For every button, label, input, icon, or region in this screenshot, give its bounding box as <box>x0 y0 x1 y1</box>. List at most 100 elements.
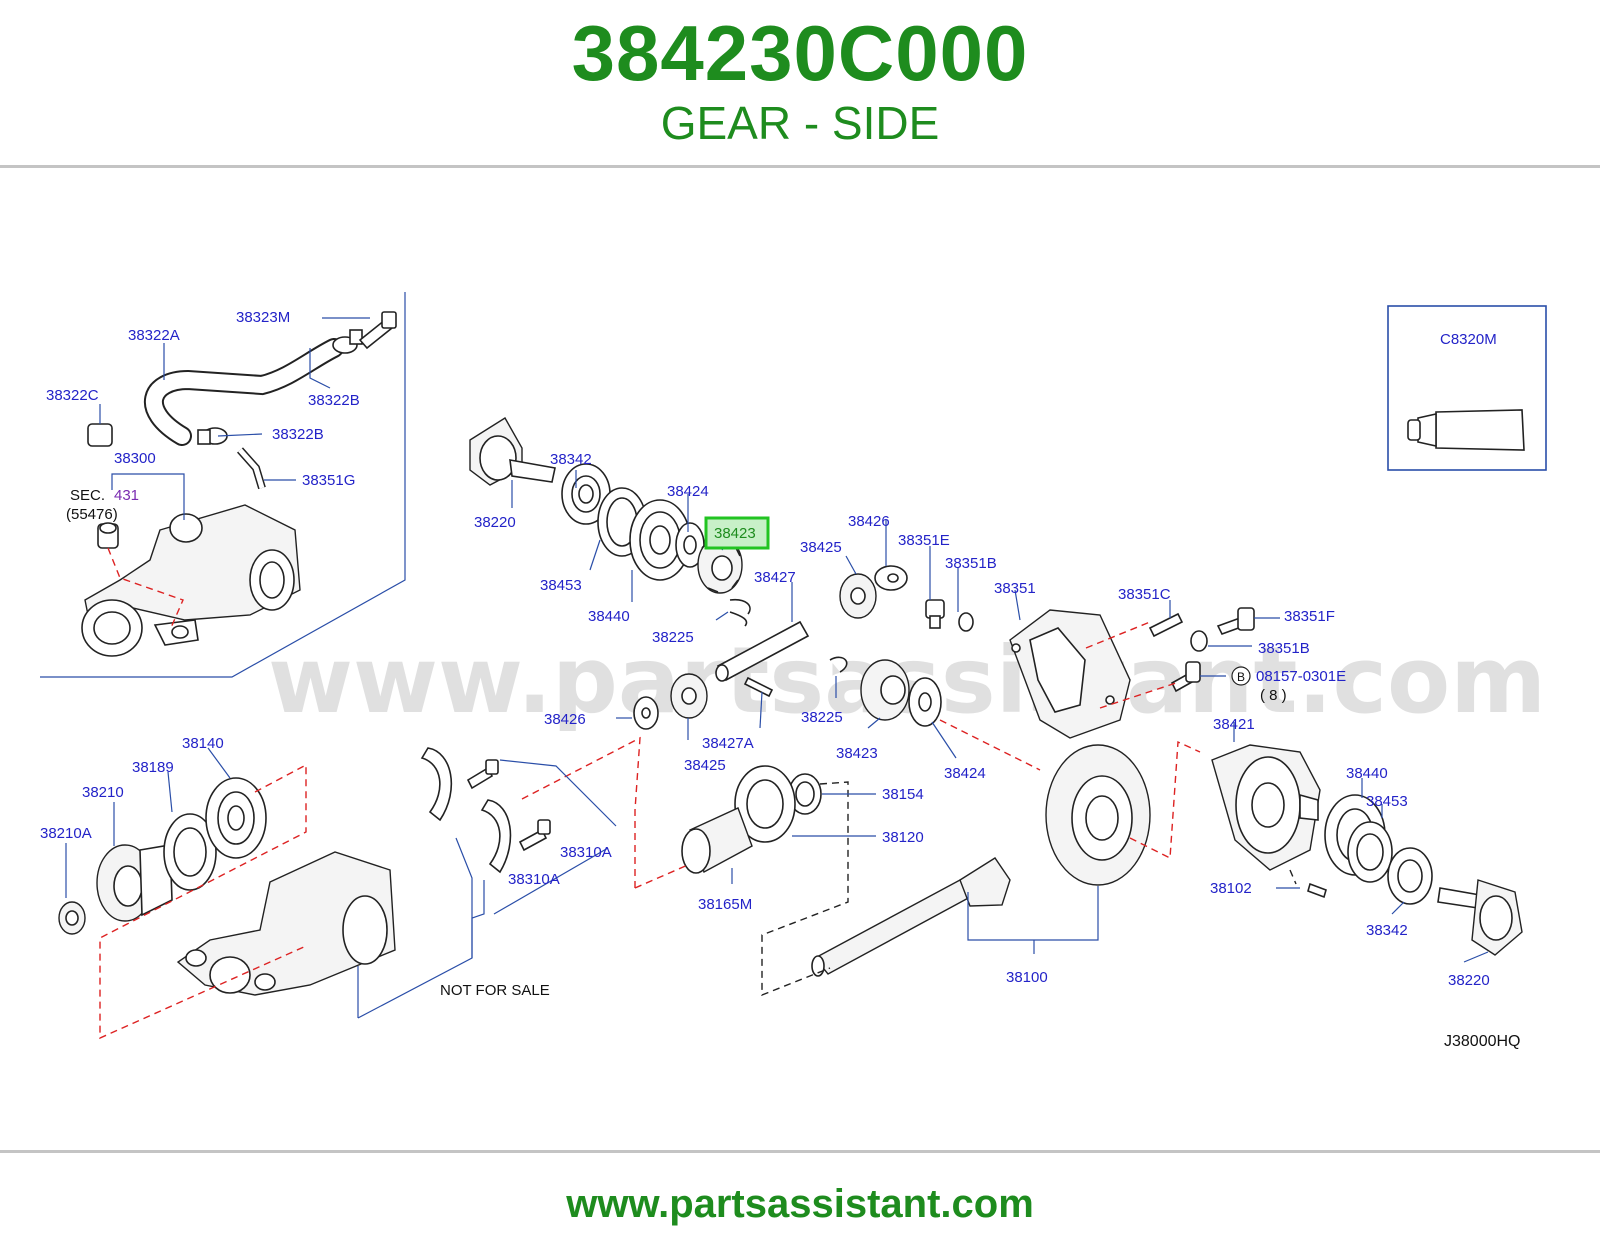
part-label[interactable]: 38351 <box>994 580 1036 597</box>
nut-38210A-drawing <box>58 901 86 935</box>
oil-seal-38453-right-drawing <box>1347 821 1393 883</box>
part-label[interactable]: 38351G <box>302 472 355 489</box>
thrust-washer-38424-lower-drawing <box>908 677 942 727</box>
part-label[interactable]: 38322B <box>308 392 360 409</box>
part-label[interactable]: 38165M <box>698 896 752 913</box>
guide-bolt-38102 <box>1289 869 1297 885</box>
part-label[interactable]: 38140 <box>182 735 224 752</box>
part-label[interactable]: 38323M <box>236 309 290 326</box>
bearing-38440-drawing <box>629 499 691 581</box>
final-drive-housing-drawing <box>81 504 301 657</box>
part-label[interactable]: 38426 <box>848 513 890 530</box>
part-label[interactable]: 38440 <box>1346 765 1388 782</box>
filler-plug-drawing <box>925 599 974 632</box>
bolt-marker-circle <box>1231 666 1251 686</box>
circlip-lower-drawing <box>829 656 848 673</box>
companion-flange-drawing <box>469 417 556 486</box>
part-label[interactable]: 38421 <box>1213 716 1255 733</box>
bearing-cap-lower-drawing <box>480 799 551 874</box>
gear-carrier-housing-drawing <box>176 851 396 996</box>
bolt-quantity: ( 8 ) <box>1260 687 1287 704</box>
part-label[interactable]: 38453 <box>1366 793 1408 810</box>
part-label[interactable]: 38310A <box>508 871 560 888</box>
assembly-frame-top-left <box>40 292 406 678</box>
bearing-38120-drawing <box>734 765 796 843</box>
part-name-subtitle: GEAR - SIDE <box>660 97 940 149</box>
pinion-gear-lower-drawing <box>670 673 708 719</box>
part-label[interactable]: 38351C <box>1118 586 1171 603</box>
part-label[interactable]: 38310A <box>560 844 612 861</box>
part-label[interactable]: 38427 <box>754 569 796 586</box>
part-label[interactable]: 38220 <box>474 514 516 531</box>
header-divider <box>0 165 1600 168</box>
part-label[interactable]: 38424 <box>667 483 709 500</box>
ring-gear-drawing <box>1045 744 1151 886</box>
thrust-washer-lower-drawing <box>633 696 659 730</box>
not-for-sale-note: NOT FOR SALE <box>440 982 550 999</box>
pinion-gear-upper-drawing <box>839 573 877 619</box>
part-label[interactable]: 38210A <box>40 825 92 842</box>
differential-case-drawing <box>1211 744 1321 871</box>
part-label[interactable]: 38425 <box>800 539 842 556</box>
footer-url[interactable]: www.partsassistant.com <box>566 1182 1034 1226</box>
part-label[interactable]: 38322A <box>128 327 180 344</box>
part-labels: 38323M 38322A 38322C 38322B 38322B 38351… <box>40 309 1521 1050</box>
flange-38210-drawing <box>96 844 173 922</box>
page-header: 384230C000 GEAR - SIDE <box>0 0 1600 168</box>
bolt-part-label[interactable]: 08157-0301E <box>1256 668 1346 685</box>
part-label[interactable]: 38154 <box>882 786 924 803</box>
highlight-box-selected-part <box>704 516 770 550</box>
part-label[interactable]: 38300 <box>114 450 156 467</box>
bolt-38351F-drawing <box>1216 607 1255 635</box>
part-label[interactable]: 38423 <box>836 745 878 762</box>
guide-center-left <box>519 736 641 888</box>
sec-reference-prefix: SEC. <box>70 487 105 504</box>
part-label[interactable]: 38225 <box>652 629 694 646</box>
lock-pin-38427A-drawing <box>743 676 774 698</box>
bearing-38342-drawing <box>561 463 611 525</box>
part-label[interactable]: 38351B <box>945 555 997 572</box>
diagram-code: J38000HQ <box>1444 1033 1521 1050</box>
seal-38189-drawing <box>163 813 217 891</box>
part-label[interactable]: 38426 <box>544 711 586 728</box>
companion-flange-right-drawing <box>1437 879 1523 956</box>
part-label[interactable]: 38440 <box>588 608 630 625</box>
part-label[interactable]: 38453 <box>540 577 582 594</box>
collapsible-spacer-drawing <box>681 807 753 874</box>
part-label[interactable]: 38225 <box>801 709 843 726</box>
guide-left-assembly <box>99 763 307 1040</box>
part-label[interactable]: 38424 <box>944 765 986 782</box>
highlighted-part-label[interactable]: 38423 <box>714 525 756 542</box>
part-label[interactable]: 38351F <box>1284 608 1335 625</box>
guide-cover-bolt <box>1099 682 1177 709</box>
part-label[interactable]: 38425 <box>684 757 726 774</box>
drive-pinion-drawing <box>811 857 1011 977</box>
part-label[interactable]: 38342 <box>550 451 592 468</box>
bearing-38342-right-drawing <box>1387 847 1433 905</box>
inset-part-label[interactable]: C8320M <box>1440 331 1497 348</box>
part-label[interactable]: 38120 <box>882 829 924 846</box>
part-label[interactable]: 38342 <box>1366 922 1408 939</box>
circlip-38225-drawing <box>729 598 751 627</box>
bolt-b-drawing <box>1170 661 1201 693</box>
washer-38351B-drawing <box>1190 630 1208 652</box>
part-label[interactable]: 38427A <box>702 735 754 752</box>
bolt-marker-letter: B <box>1237 670 1245 684</box>
bearing-cap-upper-drawing <box>420 747 499 822</box>
part-label[interactable]: 38189 <box>132 759 174 776</box>
rear-cover-38351-drawing <box>1009 609 1131 739</box>
inset-box-sealant <box>1387 305 1547 471</box>
part-label[interactable]: 38210 <box>82 784 124 801</box>
part-label[interactable]: 38322C <box>46 387 99 404</box>
pinion-shaft-38427-drawing <box>715 620 810 682</box>
part-label[interactable]: 38351E <box>898 532 950 549</box>
part-label[interactable]: 38102 <box>1210 880 1252 897</box>
bolt-38102-drawing <box>1307 882 1327 899</box>
part-label[interactable]: 38322B <box>272 426 324 443</box>
part-label[interactable]: 38351B <box>1258 640 1310 657</box>
part-label[interactable]: 38100 <box>1006 969 1048 986</box>
sec-reference-number[interactable]: 431 <box>114 487 139 504</box>
bearing-38140-drawing <box>205 777 267 859</box>
guide-center-left-lower <box>634 863 691 889</box>
part-label[interactable]: 38220 <box>1448 972 1490 989</box>
